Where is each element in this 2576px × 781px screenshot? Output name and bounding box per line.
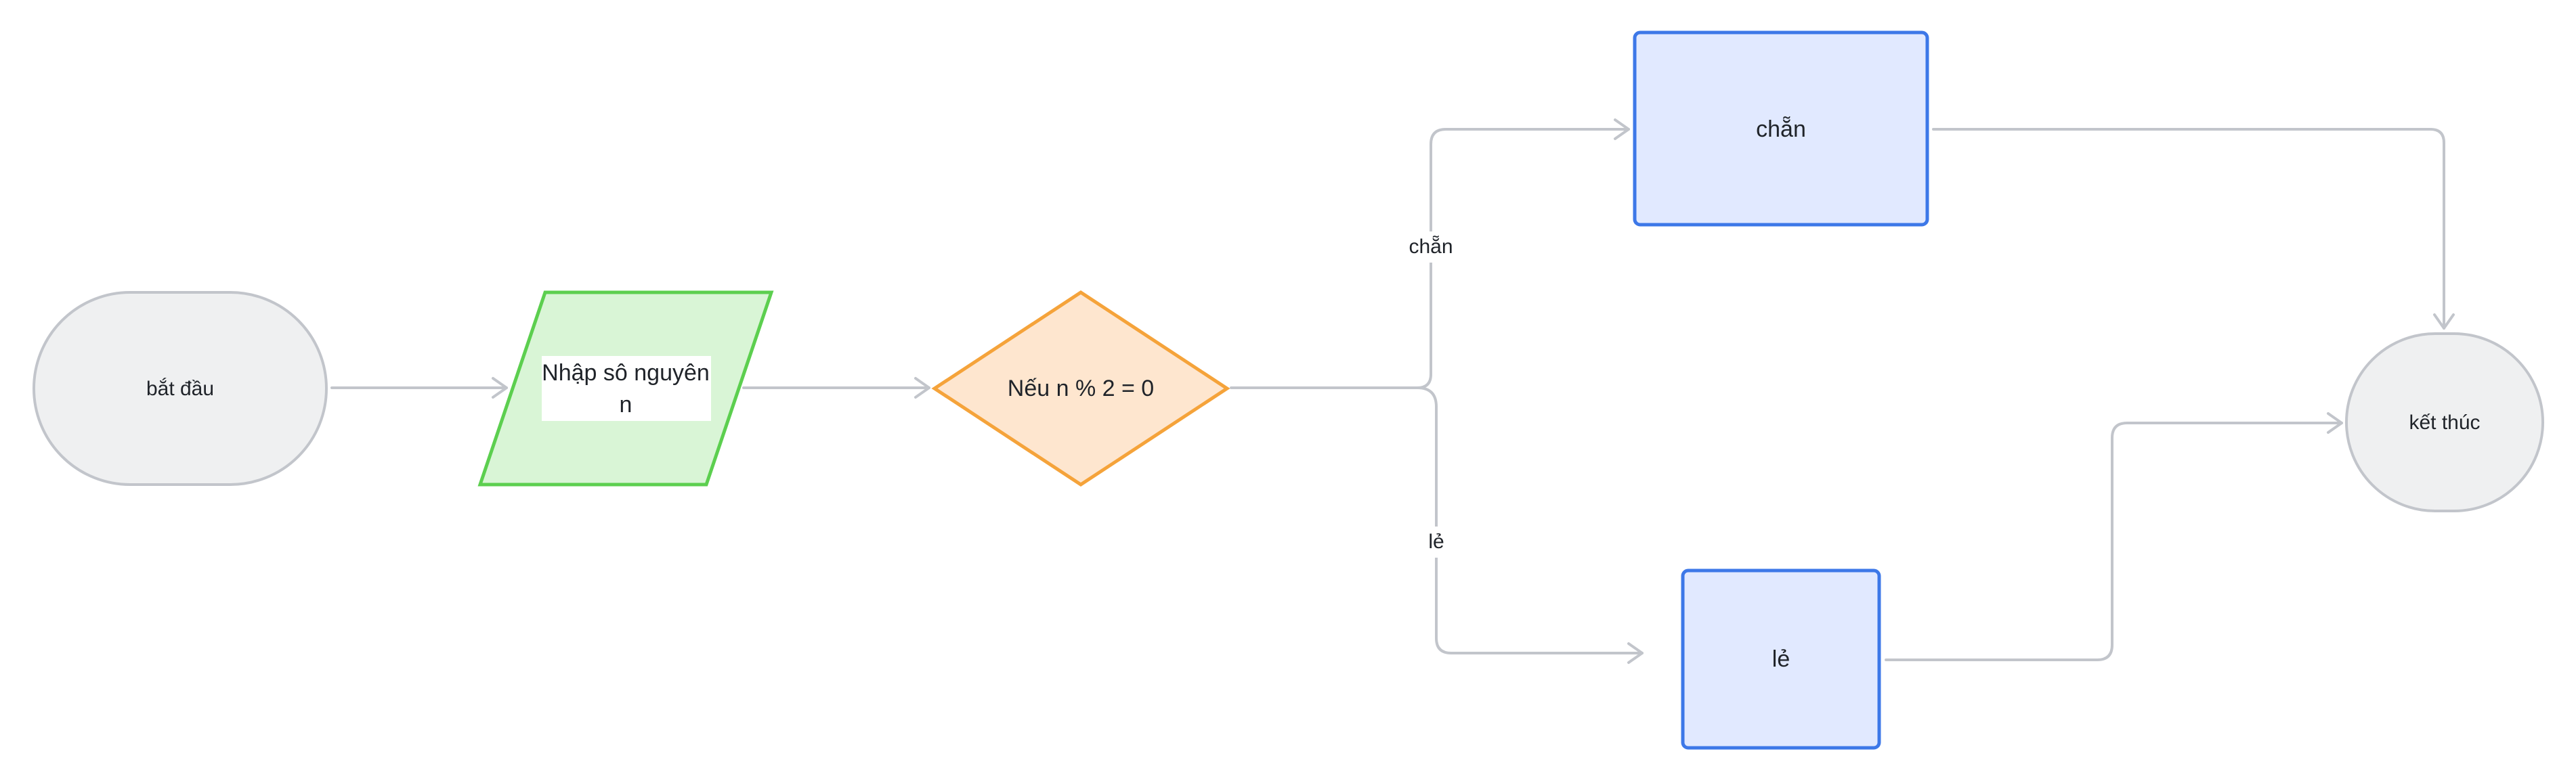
node-end[interactable]: kết thúc [2345,332,2544,512]
edge-label-even: chẵn [1409,236,1453,258]
end-label: kết thúc [2409,411,2480,434]
odd-process-shape [1681,568,1881,750]
arrowhead-input-to-decision [914,377,930,399]
arrowhead-decision-to-odd [1627,642,1644,664]
start-terminator-shape [33,291,328,486]
node-input[interactable]: Nhập sô nguyên n [477,290,774,487]
connectors: chẵn lẻ [330,118,2455,664]
node-start[interactable]: bắt đầu [33,291,328,486]
arrowhead-start-to-input [492,377,508,399]
edge-label-even-bg [1402,231,1460,263]
input-label-line1: Nhập sô nguyên [542,360,710,386]
input-label-line2: n [620,392,632,418]
odd-label: lẻ [1772,646,1790,672]
even-process-shape [1633,30,1929,227]
node-odd[interactable]: lẻ [1681,568,1881,750]
edge-odd-to-end[interactable] [1885,422,2343,661]
decision-label: Nếu n % 2 = 0 [1008,376,1154,401]
node-even[interactable]: chẵn [1633,30,1929,227]
end-terminator-shape [2345,332,2544,512]
arrowhead-even-to-end [2433,313,2455,330]
arrowhead-odd-to-end [2327,412,2343,434]
arrowhead-decision-to-even [1614,118,1630,140]
node-decision[interactable]: Nếu n % 2 = 0 [931,290,1230,487]
edge-even-to-end[interactable] [1932,128,2445,330]
edge-label-odd-bg [1419,527,1453,558]
input-label-bg [542,356,711,421]
even-label: chẵn [1756,116,1806,142]
edge-label-odd: lẻ [1428,531,1444,553]
edge-decision-to-odd[interactable] [1416,386,1644,654]
start-label: bắt đầu [146,378,214,400]
decision-diamond-shape [931,290,1230,487]
